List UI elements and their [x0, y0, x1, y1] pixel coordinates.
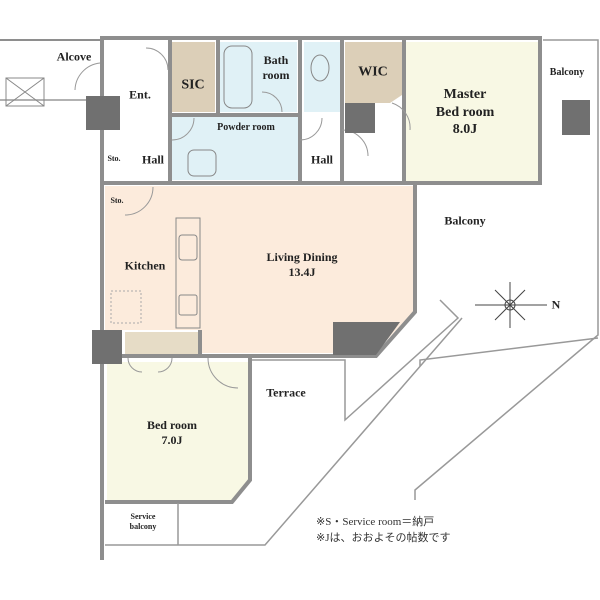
- compass-rose-icon: [475, 282, 547, 328]
- bathroom-fill: [220, 42, 297, 112]
- sic-fill: [172, 42, 215, 112]
- note-service-room: ※S・Service room＝納戸: [316, 516, 435, 528]
- room-label-storage-1: Sto.: [107, 154, 121, 163]
- room-label-wic: WIC: [358, 64, 388, 80]
- bathtub: [223, 45, 253, 109]
- stove: [178, 294, 198, 316]
- shoe-cabinet: [5, 77, 45, 107]
- note-jo-units: ※Jは、おおよその帖数です: [316, 532, 451, 544]
- wic-fill: [345, 42, 402, 103]
- fridge-space: [110, 290, 142, 324]
- doors: [74, 47, 411, 389]
- room-label-powder-room: Powder room: [217, 121, 275, 133]
- toilet: [310, 54, 330, 82]
- pillars: [86, 96, 590, 364]
- room-label-hall-right: Hall: [310, 152, 334, 167]
- living-dining-fill: [105, 186, 413, 353]
- living-dining-name: Living Dining: [266, 250, 338, 264]
- closet-fill: [125, 332, 200, 354]
- living-dining-size: 13.4J: [288, 265, 316, 279]
- compass-north-label: N: [551, 297, 561, 312]
- service-balcony-line-2: balcony: [129, 522, 157, 531]
- kitchen-sink: [178, 234, 198, 261]
- master-bedroom-line-2: Bed room: [435, 104, 495, 120]
- room-label-sic: SIC: [181, 77, 205, 93]
- bedroom-name: Bed room: [146, 418, 198, 432]
- room-label-balcony-right: Balcony: [549, 66, 585, 78]
- powder-room-fill: [172, 117, 302, 180]
- bathroom-line-1: Bath: [263, 53, 289, 67]
- room-label-alcove: Alcove: [56, 49, 92, 64]
- bedroom-fill: [107, 362, 250, 500]
- master-bedroom-fill: [405, 42, 538, 183]
- bedroom-size: 7.0J: [161, 433, 183, 447]
- toilet-fill: [304, 42, 340, 112]
- room-label-balcony: Balcony: [444, 213, 486, 228]
- walls: [0, 36, 542, 560]
- room-label-terrace: Terrace: [266, 385, 306, 400]
- master-bedroom-size: 8.0J: [452, 121, 478, 137]
- master-bedroom-line-1: Master: [443, 86, 487, 102]
- balcony-rails: [0, 39, 599, 546]
- shoe-cabinet-cross: [5, 77, 45, 107]
- washbasin: [187, 149, 217, 177]
- room-label-entrance: Ent.: [129, 87, 151, 102]
- room-label-kitchen: Kitchen: [124, 258, 166, 273]
- room-label-hall-left: Hall: [141, 152, 165, 167]
- bathroom-line-2: room: [262, 68, 290, 82]
- service-balcony-line-1: Service: [130, 512, 156, 521]
- kitchen-counter: [175, 217, 201, 329]
- room-label-storage-2: Sto.: [110, 196, 124, 205]
